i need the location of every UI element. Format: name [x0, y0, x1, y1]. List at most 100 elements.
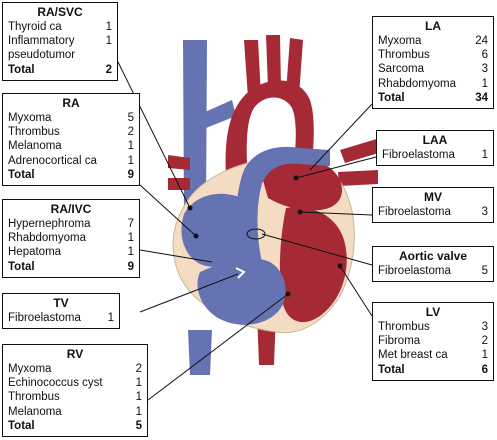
- tumor-label: Fibroelastoma: [378, 206, 451, 218]
- tumor-label: Fibroelastoma: [8, 312, 81, 324]
- aortic-arch: [225, 80, 314, 205]
- tumor-label: Melanoma: [8, 405, 62, 418]
- tumor-label: Total: [378, 363, 405, 376]
- tumor-count: 9: [127, 260, 134, 273]
- tumor-count: 1: [481, 77, 488, 90]
- tumor-row: Thrombus 2: [8, 125, 134, 139]
- tumor-count: 5: [135, 419, 142, 432]
- total-row: Total 9: [8, 260, 134, 274]
- tumor-count: 3: [481, 63, 488, 76]
- box-title: Aortic valve: [398, 249, 468, 263]
- tumor-count: [106, 48, 112, 62]
- box-title: RV: [66, 347, 84, 361]
- tumor-count: 1: [481, 149, 488, 161]
- tumor-count: 5: [481, 265, 488, 277]
- tumor-label: Total: [8, 419, 35, 432]
- tricuspid-valve: [235, 267, 246, 279]
- tumor-label: Myxoma: [8, 112, 52, 124]
- box-title: RA/SVC: [37, 5, 83, 19]
- leader-tv: [139, 273, 239, 313]
- box-title: TV: [53, 296, 69, 310]
- tumor-row: pseudotumor: [8, 48, 112, 62]
- tumor-count: 1: [135, 377, 142, 390]
- total-row: Total 5: [8, 419, 142, 433]
- tumor-count: 1: [105, 35, 112, 48]
- box-title: RA/IVC: [50, 202, 92, 216]
- tumor-row: Melanoma 1: [8, 139, 134, 153]
- tumor-count: 1: [127, 246, 134, 259]
- tumor-count: 3: [481, 321, 488, 333]
- leader-ra-svc: [116, 59, 191, 209]
- box-title: LV: [425, 305, 441, 319]
- leader-laa: [295, 156, 377, 179]
- tumor-row: Inflammatory 1: [8, 34, 112, 48]
- tumor-label: Rhabdomyoma: [378, 77, 456, 90]
- tumor-label: Fibroelastoma: [378, 265, 451, 277]
- leader-ra-ivc: [139, 249, 213, 263]
- tumor-count: 2: [105, 63, 112, 76]
- tumor-row: Melanoma 1: [8, 405, 142, 419]
- inferior-vena-cava: [188, 330, 212, 375]
- tumor-count: 2: [481, 335, 488, 348]
- tumor-count: 1: [107, 312, 114, 324]
- total-row: Total 6: [378, 363, 488, 377]
- tumor-label: Inflammatory: [8, 35, 75, 48]
- tumor-count: 1: [127, 140, 134, 153]
- leader-aortic-valve: [261, 233, 373, 266]
- tumor-label: Melanoma: [8, 140, 62, 153]
- tumor-label: Thrombus: [378, 321, 430, 333]
- tumor-count: 6: [481, 363, 488, 376]
- tumor-count: 1: [127, 154, 134, 167]
- tumor-label: Thrombus: [8, 126, 60, 139]
- box-tv: TV Fibroelastoma 1: [2, 293, 120, 330]
- tumor-count: 2: [127, 126, 134, 139]
- tumor-label: pseudotumor: [8, 49, 76, 62]
- tumor-row: Fibroelastoma 1: [8, 311, 114, 325]
- tumor-count: 24: [475, 35, 488, 47]
- tumor-label: Total: [8, 63, 35, 76]
- tumor-row: Fibroelastoma 5: [378, 264, 488, 278]
- tumor-row: Fibroelastoma 3: [378, 205, 488, 219]
- tumor-label: Thrombus: [378, 49, 430, 62]
- tumor-count: 2: [135, 363, 142, 375]
- tumor-count: 1: [135, 405, 142, 418]
- box-title: RA: [62, 96, 80, 110]
- tumor-label: Hypernephroma: [8, 218, 91, 230]
- tumor-count: 3: [481, 206, 488, 218]
- tumor-label: Myxoma: [378, 35, 422, 47]
- tumor-label: Total: [8, 260, 35, 273]
- leader-mv: [299, 211, 373, 216]
- brachiocephalic-vein: [205, 100, 236, 128]
- tumor-count: 9: [127, 168, 134, 181]
- box-title: LAA: [422, 133, 448, 147]
- aortic-valve-ring: [246, 228, 266, 240]
- pulmonary-trunk: [235, 146, 330, 262]
- leader-lv: [339, 265, 373, 317]
- tumor-label: Rhabdomyoma: [8, 232, 86, 245]
- tumor-row: Thrombus 3: [378, 320, 488, 334]
- tumor-row: Myxoma 24: [378, 34, 488, 48]
